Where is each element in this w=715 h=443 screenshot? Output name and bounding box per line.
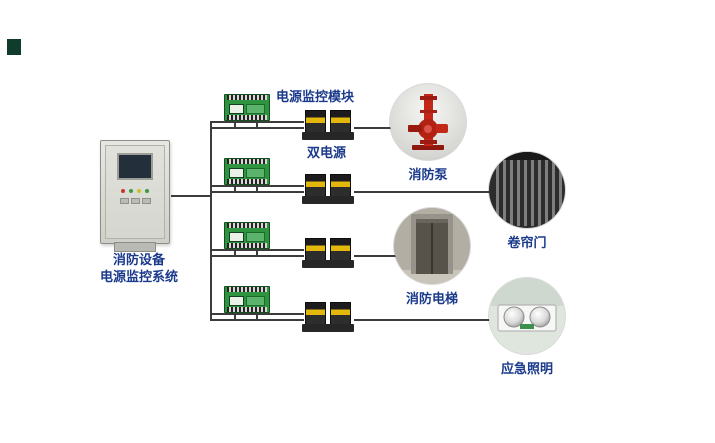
ats-base — [302, 260, 354, 268]
module-terminal-strip — [227, 243, 267, 248]
system-title-line2: 电源监控系统 — [99, 269, 178, 284]
module-terminal-strip — [227, 95, 267, 100]
indicator-led — [129, 189, 133, 193]
dual-power-ats — [302, 302, 354, 332]
indicator-led — [145, 189, 149, 193]
power-module-label: 电源监控模块 — [276, 89, 355, 104]
bus-wire — [212, 249, 304, 251]
module-terminal-strip — [227, 287, 267, 292]
module-display — [229, 232, 244, 242]
cabinet-indicator-row — [106, 186, 164, 193]
rolling-door-label: 卷帘门 — [507, 235, 547, 250]
module-terminal-strip — [227, 159, 267, 164]
cabinet-stand — [114, 242, 156, 252]
module-drop-wire — [256, 249, 258, 257]
ats-switch-unit — [305, 302, 326, 326]
module-display — [229, 296, 244, 306]
module-terminal-strip — [227, 115, 267, 120]
fire-elevator-image — [394, 208, 470, 284]
module-drop-wire — [234, 121, 236, 129]
fire-pump-image — [390, 84, 466, 160]
emergency-light-photo — [489, 278, 565, 354]
bus-wire — [212, 319, 304, 321]
output-wire — [354, 191, 490, 193]
system-title-line1: 消防设备 — [112, 252, 165, 267]
output-wire — [354, 255, 396, 257]
cabinet-door — [105, 145, 165, 239]
fire-elevator-label: 消防电梯 — [405, 291, 458, 306]
module-drop-wire — [234, 185, 236, 193]
module-drop-wire — [234, 313, 236, 321]
emergency-light-image — [489, 278, 565, 354]
module-drop-wire — [234, 249, 236, 257]
ats-switch-unit — [330, 238, 351, 262]
output-wire — [354, 127, 392, 129]
corner-mark — [7, 39, 21, 55]
rolling-door-image — [489, 152, 565, 228]
output-wire — [354, 319, 490, 321]
ats-switch-unit — [305, 110, 326, 134]
rolling-door-photo — [489, 152, 565, 228]
indicator-led — [121, 189, 125, 193]
module-drop-wire — [256, 185, 258, 193]
module-terminal-strip — [227, 223, 267, 228]
cabinet-key — [119, 198, 129, 204]
power-monitor-module — [224, 158, 270, 185]
cabinet-feed-wire — [171, 195, 211, 197]
ats-switch-unit — [305, 174, 326, 198]
bus-wire — [212, 255, 304, 257]
fire-elevator-photo — [394, 208, 470, 284]
power-monitor-module — [224, 286, 270, 313]
dual-power-ats — [302, 174, 354, 204]
bus-wire — [212, 191, 304, 193]
dual-power-label: 双电源 — [307, 145, 347, 160]
module-terminal-strip — [227, 307, 267, 312]
emergency-light-label: 应急照明 — [500, 361, 553, 376]
cabinet-screen — [117, 153, 153, 180]
monitoring-cabinet — [100, 140, 170, 252]
module-display — [229, 104, 244, 114]
bus-wire — [212, 313, 304, 315]
module-panel — [246, 168, 265, 178]
module-terminal-strip — [227, 179, 267, 184]
bus-wire — [212, 185, 304, 187]
module-panel — [246, 296, 265, 306]
ats-switch-unit — [305, 238, 326, 262]
trunk-wire — [210, 121, 212, 321]
ats-switch-unit — [330, 174, 351, 198]
fire-pump-label: 消防泵 — [408, 167, 448, 182]
fire-pump-photo — [390, 84, 466, 160]
dual-power-ats — [302, 238, 354, 268]
module-panel — [246, 232, 265, 242]
ats-base — [302, 132, 354, 140]
module-drop-wire — [256, 313, 258, 321]
cabinet-key-row — [106, 196, 164, 204]
dual-power-ats — [302, 110, 354, 140]
system-title: 消防设备 电源监控系统 — [75, 251, 203, 285]
ats-switch-unit — [330, 110, 351, 134]
power-monitor-module — [224, 94, 270, 121]
ats-base — [302, 324, 354, 332]
indicator-led — [137, 189, 141, 193]
module-drop-wire — [256, 121, 258, 129]
ats-switch-unit — [330, 302, 351, 326]
bus-wire — [212, 127, 304, 129]
module-panel — [246, 104, 265, 114]
power-monitor-module — [224, 222, 270, 249]
module-display — [229, 168, 244, 178]
bus-wire — [212, 121, 304, 123]
cabinet-key — [141, 198, 151, 204]
ats-base — [302, 196, 354, 204]
cabinet-key — [130, 198, 140, 204]
